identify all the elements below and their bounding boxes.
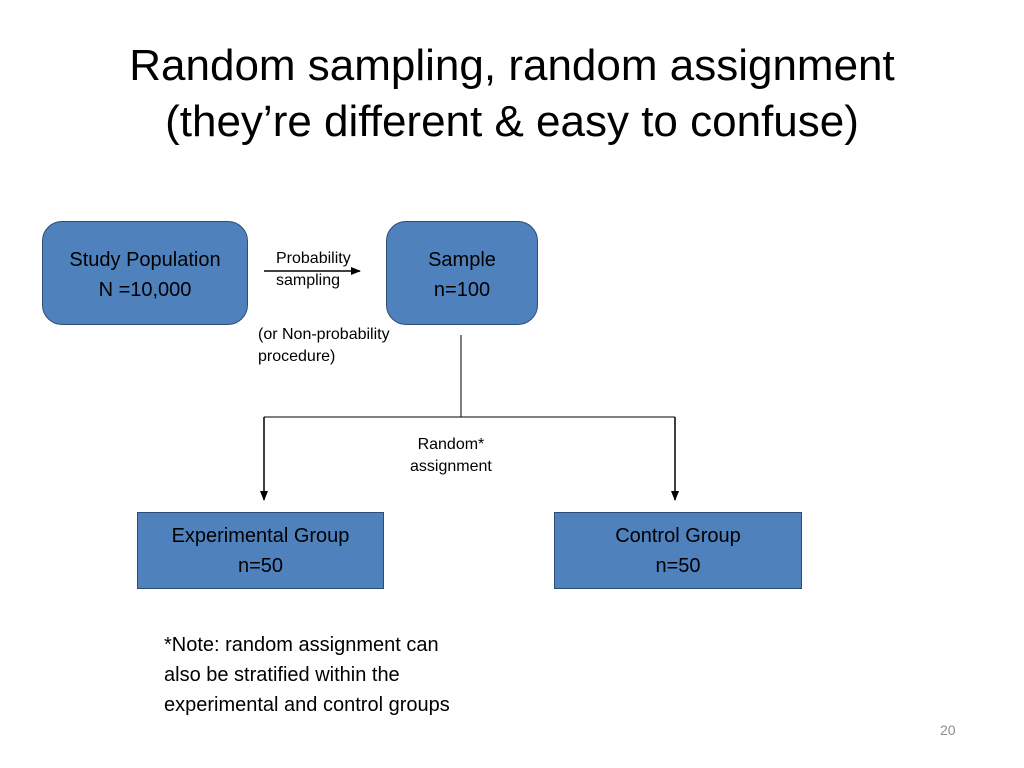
assignment-text: assignment [410, 458, 492, 475]
non-probability-label: (or Non-probability procedure) [258, 324, 390, 368]
random-assignment-label: Random* assignment [410, 434, 492, 478]
page-number: 20 [940, 722, 956, 738]
study-population-box: Study Population N =10,000 [42, 221, 248, 325]
sample-count: n=100 [433, 279, 491, 301]
note-line-1: *Note: random assignment can [164, 634, 439, 656]
sample-box: Sample n=100 [386, 221, 538, 325]
study-population-label: Study Population [69, 249, 221, 271]
experimental-group-box: Experimental Group n=50 [137, 512, 384, 589]
control-group-count: n=50 [655, 555, 701, 577]
experimental-group-label: Experimental Group [171, 525, 350, 547]
slide-title: Random sampling, random assignment (they… [0, 38, 1024, 150]
note-line-3: experimental and control groups [164, 694, 450, 716]
random-text: Random* [417, 436, 485, 453]
procedure-text: procedure) [258, 348, 336, 365]
footnote: *Note: random assignment can also be str… [164, 630, 450, 720]
title-line-1: Random sampling, random assignment [129, 41, 895, 90]
control-group-label: Control Group [615, 525, 741, 547]
probability-text: Probability [276, 250, 351, 267]
study-population-count: N =10,000 [98, 279, 192, 301]
sampling-text: sampling [276, 272, 341, 289]
title-line-2: (they’re different & easy to confuse) [165, 97, 859, 146]
sample-label: Sample [428, 249, 496, 271]
note-line-2: also be stratified within the [164, 664, 400, 686]
probability-sampling-label: Probability sampling [276, 248, 351, 292]
experimental-group-count: n=50 [237, 555, 284, 577]
control-group-box: Control Group n=50 [554, 512, 802, 589]
non-probability-text: (or Non-probability [258, 326, 390, 343]
